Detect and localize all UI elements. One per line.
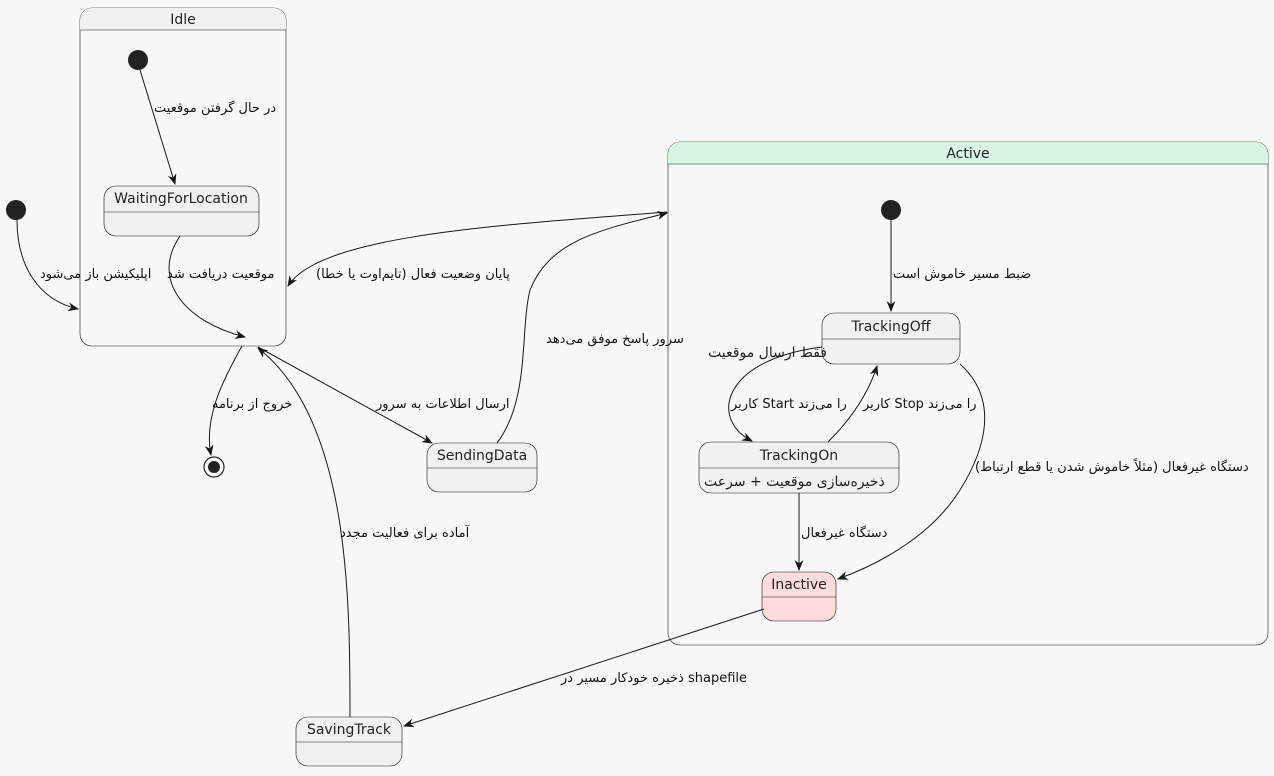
label-user-presses-start: کاربر Start را می‌زند [730, 397, 847, 412]
state-inactive: Inactive [761, 571, 837, 622]
label-user-presses-stop: کاربر Stop را می‌زند [862, 397, 977, 412]
state-tracking-on-title: TrackingOn [759, 448, 838, 464]
initial-node-root [6, 200, 26, 220]
edge-tracking-off-to-tracking-on [728, 346, 823, 442]
label-app-opens: اپلیکیشن باز می‌شود [40, 267, 151, 282]
state-idle: Idle [79, 7, 287, 347]
state-active: Active [667, 141, 1269, 646]
final-node [203, 456, 225, 478]
label-tracking-off-initial: ضبط مسیر خاموش است [893, 267, 1031, 282]
state-sending-data: SendingData [426, 442, 538, 493]
state-saving-track-title: SavingTrack [307, 722, 392, 738]
edge-saving-track-to-idle [257, 347, 351, 718]
state-inactive-title: Inactive [771, 577, 827, 593]
label-ready-again: آماده برای فعالیت مجدد [340, 524, 471, 541]
state-tracking-off-title: TrackingOff [851, 319, 931, 335]
label-server-success: سرور پاسخ موفق می‌دهد [546, 332, 684, 347]
edge-idle-to-final [204, 345, 243, 457]
state-tracking-on: TrackingOn ذخیره‌سازی موقعیت + سرعت [698, 441, 900, 494]
state-idle-title: Idle [170, 12, 196, 28]
edge-sending-data-to-active [496, 211, 669, 444]
edge-waiting-to-idle-exit [168, 235, 247, 339]
label-location-received: موقعیت دریافت شد [167, 267, 274, 282]
state-tracking-on-desc: ذخیره‌سازی موقعیت + سرعت [704, 474, 885, 490]
edge-root-init-to-idle [16, 219, 80, 312]
state-tracking-off: TrackingOff فقط ارسال موقعیت [708, 312, 961, 365]
label-active-ended: پایان وضعیت فعال (تایم‌اوت یا خطا) [316, 267, 510, 282]
initial-node-active [881, 200, 901, 220]
edge-inactive-to-saving-track [402, 608, 765, 728]
edge-tracking-on-to-tracking-off [827, 364, 879, 443]
edge-idle-init-to-waiting [139, 69, 177, 186]
label-device-inactive-long: دستگاه غیرفعال (مثلاً خاموش شدن یا قطع ا… [975, 458, 1249, 475]
label-exit-app: خروج از برنامه [212, 397, 292, 412]
label-device-inactive: دستگاه غیرفعال [801, 525, 888, 541]
state-sending-data-title: SendingData [437, 448, 527, 464]
state-waiting-title: WaitingForLocation [114, 191, 248, 207]
label-send-to-server: ارسال اطلاعات به سرور [375, 397, 509, 412]
edge-active-to-idle [287, 211, 668, 287]
edge-tracking-off-to-inactive [836, 363, 986, 580]
initial-node-idle [128, 50, 148, 70]
state-waiting-for-location: WaitingForLocation [103, 185, 260, 237]
state-active-title: Active [946, 146, 989, 162]
state-tracking-off-desc: فقط ارسال موقعیت [708, 345, 827, 361]
label-autosave-shapefile: ذخیره خودکار مسیر در shapefile [560, 671, 747, 686]
label-getting-location: در حال گرفتن موقعیت [154, 100, 276, 116]
state-saving-track: SavingTrack [295, 716, 403, 767]
edge-idle-to-sending-data [257, 346, 433, 444]
